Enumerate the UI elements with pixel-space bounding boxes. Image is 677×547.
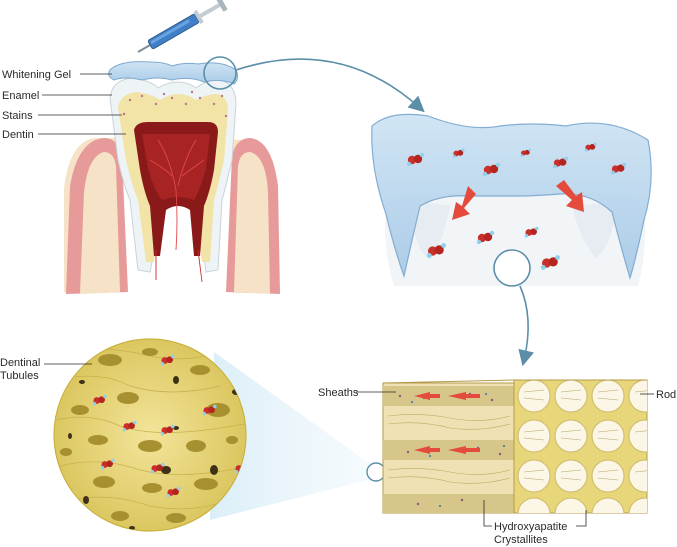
magnify-circle-gel bbox=[203, 56, 237, 90]
projection-cone bbox=[210, 352, 376, 520]
callout-arrow-enamel bbox=[518, 285, 535, 367]
label-stains: Stains bbox=[2, 110, 33, 122]
label-sheaths: Sheaths bbox=[318, 387, 359, 399]
red-flow-arrow-icon bbox=[448, 392, 480, 400]
syringe-icon bbox=[137, 0, 228, 53]
pulp-nerves bbox=[149, 139, 205, 283]
label-whitening-gel: Whitening Gel bbox=[2, 69, 71, 81]
tooth-labels: Whitening Gel Enamel Stains Dentin bbox=[2, 69, 126, 141]
red-flow-arrow-icon bbox=[414, 392, 440, 400]
label-hydroxyapatite-2: Crystallites bbox=[494, 534, 548, 546]
label-hydroxyapatite-1: Hydroxyapatite bbox=[494, 521, 567, 533]
label-dentinal-tubules-2: Tubules bbox=[0, 370, 39, 382]
magnify-circle-block bbox=[366, 462, 386, 482]
red-flow-arrow-icon bbox=[556, 180, 584, 212]
gum-left-inner bbox=[80, 152, 120, 294]
callout-arrow-gel bbox=[235, 58, 425, 113]
tooth-illustration bbox=[64, 61, 280, 294]
red-flow-arrow-icon bbox=[414, 446, 440, 454]
stain-dots bbox=[122, 90, 228, 118]
dentin-cross-section: Dentinal Tubules bbox=[0, 338, 386, 532]
enamel-rods bbox=[517, 380, 647, 513]
gel-zoom-illustration bbox=[371, 113, 652, 367]
label-rod: Rod bbox=[656, 389, 676, 401]
gel-zoom bbox=[371, 113, 652, 281]
block-top-edge bbox=[382, 379, 647, 384]
label-dentinal-tubules-1: Dentinal bbox=[0, 357, 40, 369]
red-flow-arrow-icon bbox=[448, 446, 480, 454]
magnify-circle-enamel bbox=[493, 249, 531, 287]
label-enamel: Enamel bbox=[2, 90, 39, 102]
enamel-prism-block bbox=[382, 379, 648, 514]
enamel-zoom-bump-right bbox=[572, 202, 618, 258]
red-flow-arrow-icon bbox=[452, 186, 476, 220]
pulp-inner bbox=[142, 134, 210, 200]
block-labels: Sheaths Rod Hydroxyapatite Crystallites bbox=[318, 387, 676, 546]
label-dentin: Dentin bbox=[2, 129, 34, 141]
gum-right-inner bbox=[234, 152, 270, 294]
dentin-disc bbox=[53, 338, 247, 532]
